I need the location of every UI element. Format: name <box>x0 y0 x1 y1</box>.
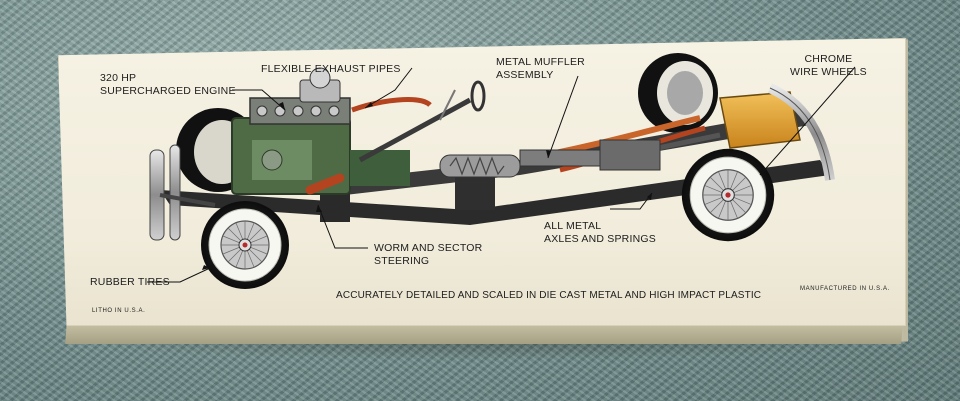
rear-far-wheel <box>638 53 718 133</box>
leader-lines <box>147 66 856 283</box>
tagline: ACCURATELY DETAILED AND SCALED IN DIE CA… <box>336 290 762 301</box>
engine-label-line-1: 320 HP <box>100 72 137 84</box>
rear-bumper <box>767 83 835 181</box>
steering-label-line-2: STEERING <box>374 255 430 267</box>
muffler-label: METAL MUFFLER ASSEMBLY <box>496 56 585 82</box>
drivetrain <box>439 132 721 178</box>
rear-wire-wheel <box>681 148 775 242</box>
axles-label: ALL METAL AXLES AND SPRINGS <box>544 220 656 246</box>
steering-label: WORM AND SECTOR STEERING <box>374 242 482 268</box>
litho-label: LITHO IN U.S.A. <box>92 308 146 314</box>
muffler-label-line-1: METAL MUFFLER <box>496 56 585 68</box>
exhaust-label: FLEXIBLE EXHAUST PIPES <box>261 63 401 75</box>
steering-column <box>358 80 486 163</box>
wheels-label: CHROME WIRE WHEELS <box>790 53 867 79</box>
tires-label: RUBBER TIRES <box>90 276 170 288</box>
axles-label-line-1: ALL METAL <box>544 220 602 232</box>
engine <box>231 67 410 195</box>
axles-label-line-2: AXLES AND SPRINGS <box>544 233 656 245</box>
front-bumper <box>149 144 216 241</box>
engine-label: 320 HP SUPERCHARGED ENGINE <box>100 72 236 98</box>
steering-label-line-1: WORM AND SECTOR <box>374 242 483 254</box>
wheels-label-line-1: CHROME <box>804 53 853 65</box>
manufactured-label: MANUFACTURED IN U.S.A. <box>800 286 890 292</box>
front-wire-wheel <box>200 200 290 290</box>
fuel-tank <box>719 91 801 149</box>
engine-label-line-2: SUPERCHARGED ENGINE <box>100 85 236 97</box>
muffler-label-line-2: ASSEMBLY <box>496 69 554 81</box>
wheels-label-line-2: WIRE WHEELS <box>790 66 867 78</box>
